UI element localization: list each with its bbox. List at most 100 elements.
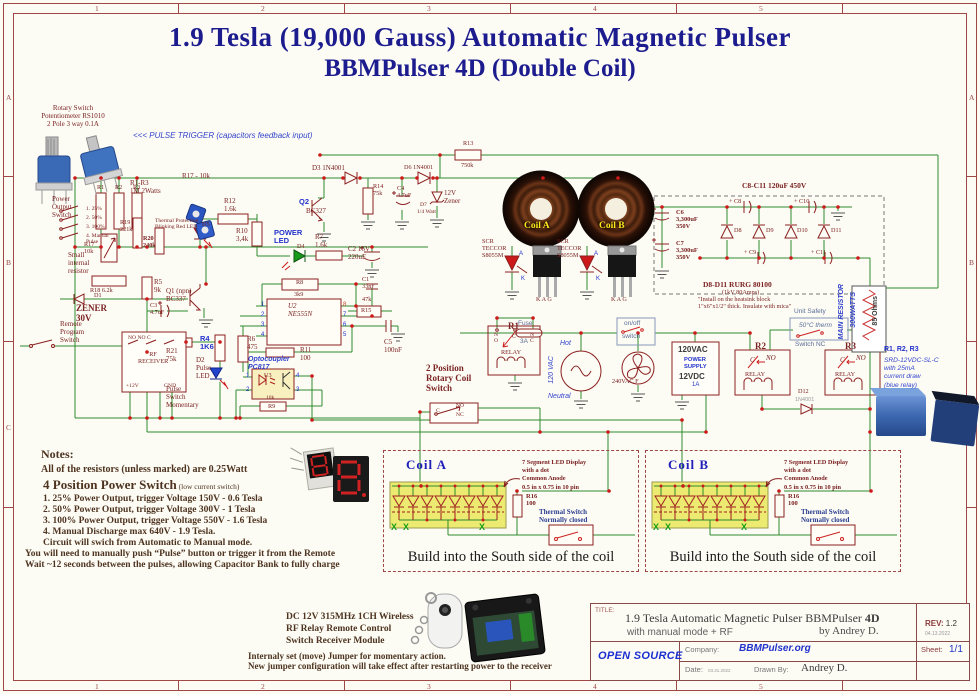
unit-safety-box (789, 317, 849, 341)
scr-package-photo (532, 245, 637, 297)
frame-tick (510, 3, 511, 13)
fan-symbol (621, 351, 655, 385)
coil-a-heading: Coil A (406, 457, 448, 472)
scr-symbols (504, 255, 603, 274)
transistors (189, 197, 324, 311)
frame-col-2-top: 2 (261, 4, 265, 13)
notes-line-6: 4. Manual Discharge max 640V - 1.9 Tesla… (43, 527, 216, 537)
rf-module-note: DC 12V 315MHz 1CH Wireless RF Relay Remo… (248, 612, 552, 671)
sheet-value: 1/1 (949, 644, 963, 655)
onoff-switch-box (616, 317, 656, 346)
frame-tick (3, 507, 13, 508)
ac-source (560, 350, 602, 392)
notes-line-0: Notes: (41, 447, 74, 461)
capacitors (158, 191, 833, 332)
rf-module-restart-note: New jumper configuration will take effec… (248, 660, 552, 671)
page-title: 1.9 Tesla (19,000 Gauss) Automatic Magne… (40, 22, 920, 83)
frame-row-B-right: B (969, 258, 975, 267)
frame-tick (967, 341, 977, 342)
frame-tick (178, 681, 179, 691)
notes-line-5: 3. 100% Power Output, trigger Voltage 55… (43, 516, 268, 526)
coil-a-thermal-note: Thermal Switch Normally closed (539, 508, 588, 525)
page-title-line2: BBMPulser 4D (Double Coil) (324, 55, 636, 82)
frame-tick (967, 507, 977, 508)
sheet-label: Sheet: (921, 645, 943, 654)
frame-col-4-top: 4 (593, 4, 597, 13)
frame-tick (344, 681, 345, 691)
psu-box (671, 341, 720, 396)
coil-a-build-note: Build into the South side of the coil (407, 549, 615, 565)
frame-col-5-top: 5 (759, 4, 763, 13)
frame-tick (344, 3, 345, 13)
coil-b-heading: Coil B (668, 457, 710, 472)
titleblock-rev: REV: 1.2 (925, 619, 957, 628)
notes-block: Notes: All of the resistors (unless marke… (25, 447, 385, 570)
notes-line-2: 4 Position Power Switch (low current swi… (43, 477, 240, 492)
coil-a-photo (502, 170, 580, 248)
titleblock-rev-date: 04.13.2022 (925, 631, 951, 637)
frame-tick (842, 3, 843, 13)
remote-fob-photo (410, 592, 463, 649)
title-block: TITLE: 1.9 Tesla Automatic Magnetic Puls… (590, 603, 970, 681)
blue-relay-photo (870, 388, 980, 447)
company-value: BBMPulser.org (739, 643, 811, 654)
date-value: 03.31.2022 (708, 668, 731, 673)
rf-module-title: DC 12V 315MHz 1CH Wireless RF Relay Remo… (286, 612, 414, 646)
relay-r2-box (734, 349, 791, 396)
frame-tick (842, 681, 843, 691)
notes-line-1: All of the resistors (unless marked) are… (41, 464, 248, 475)
frame-row-A-left: A (6, 93, 12, 102)
potentiometer-photo (35, 135, 124, 204)
frame-tick (510, 681, 511, 691)
coil-b-photo (577, 170, 655, 248)
page-title-line1: 1.9 Tesla (19,000 Gauss) Automatic Magne… (169, 22, 791, 52)
frame-tick (178, 3, 179, 13)
seven-segment-photo (289, 447, 369, 502)
frame-tick (3, 176, 13, 177)
diodes (72, 171, 831, 415)
open-source-label: OPEN SOURCE (598, 650, 683, 662)
frame-row-B-left: B (6, 258, 12, 267)
rf-module-jumper-note: Internaly set (move) Jumper for momentar… (248, 650, 446, 661)
notes-line-3: 1. 25% Power Output, trigger Voltage 150… (43, 494, 263, 504)
drawn-by-value: Andrey D. (801, 662, 848, 674)
notes-line-7: Circuit will swich from Automatic to Man… (43, 538, 253, 548)
titleblock-title-label: TITLE: (595, 607, 615, 614)
notes-line-4: 2. 50% Power Output, trigger Voltage 300… (43, 505, 256, 515)
titleblock-author: by Andrey D. (819, 625, 879, 637)
rotary-coil-switch-box (429, 402, 479, 424)
frame-tick (676, 3, 677, 13)
frame-col-1-top: 1 (95, 4, 99, 13)
coil-a-display-note: 7 Segment LED Display with a dot Common … (522, 459, 587, 491)
coil-b-r16: R16 100 (788, 493, 800, 507)
frame-col-4-bottom: 4 (593, 682, 597, 691)
company-label: Company: (685, 645, 720, 654)
notes-line-8: You will need to manually push “Pulse” b… (25, 549, 336, 559)
coil-a-detail-box: Coil A 7 Segment LED Display with a dot … (383, 450, 639, 572)
titleblock-subtitle: with manual mode + RF (627, 627, 733, 638)
drawn-by-label: Drawn By: (754, 665, 789, 674)
date-label: Date: (685, 665, 703, 674)
frame-col-5-bottom: 5 (759, 682, 763, 691)
main-resistor-box (851, 285, 887, 353)
receiver-module-photo (464, 593, 546, 663)
coil-b-display-note: 7 Segment LED Display with a dot Common … (784, 459, 849, 491)
frame-col-2-bottom: 2 (261, 682, 265, 691)
coil-b-build-note: Build into the South side of the coil (669, 549, 877, 565)
coil-b-detail-box: Coil B 7 Segment LED Display with a dot … (645, 450, 901, 572)
coil-a-r16: R16 100 (526, 493, 538, 507)
frame-col-1-bottom: 1 (95, 682, 99, 691)
relay-r1-box (487, 325, 541, 376)
coil-b-thermal-note: Thermal Switch Normally closed (801, 508, 850, 525)
frame-tick (3, 341, 13, 342)
titleblock-title: 1.9 Tesla Automatic Magnetic Pulser BBMP… (625, 611, 880, 625)
frame-tick (967, 176, 977, 177)
frame-tick (676, 681, 677, 691)
frame-col-3-bottom: 3 (427, 682, 431, 691)
wires (20, 154, 939, 490)
frame-row-C-left: C (6, 423, 12, 432)
trimmer-photo (185, 203, 215, 240)
frame-row-A-right: A (969, 93, 975, 102)
